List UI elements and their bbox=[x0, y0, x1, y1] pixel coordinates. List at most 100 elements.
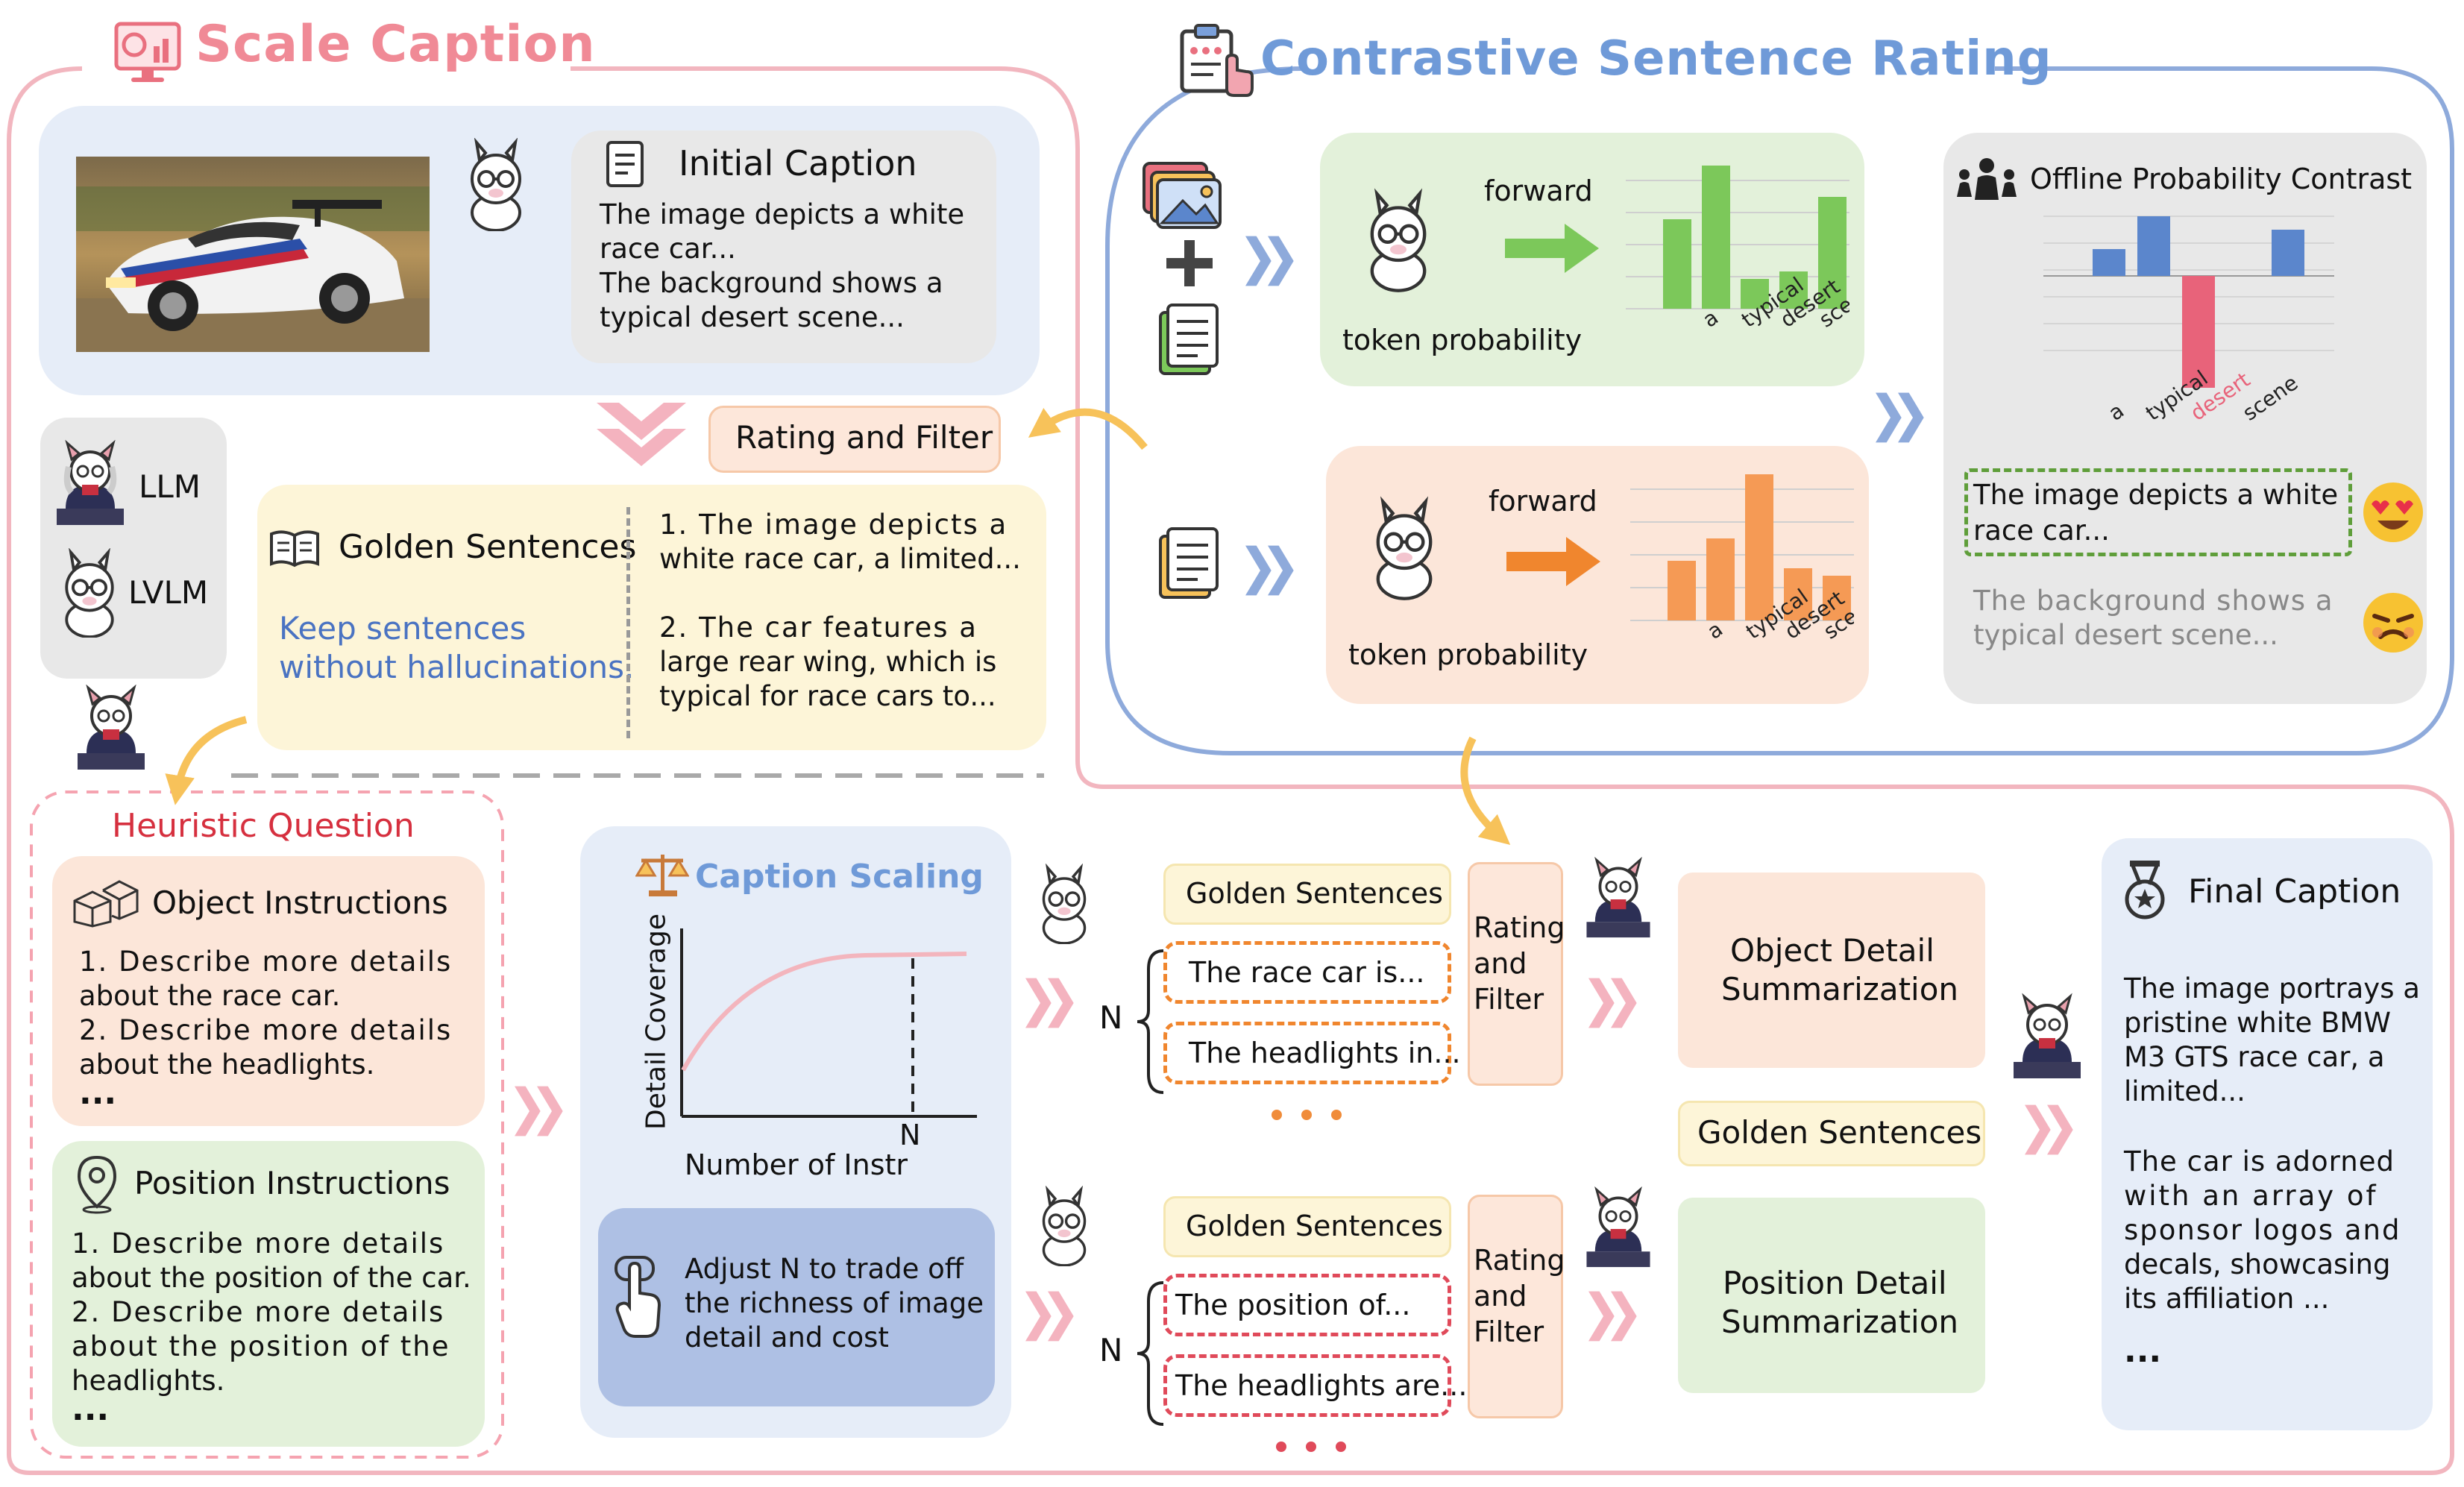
position-summary-card bbox=[1678, 1198, 1985, 1393]
adjust-n-line: Adjust N to trade off bbox=[685, 1253, 964, 1285]
contrast-bar bbox=[2093, 249, 2125, 276]
contrast-bar bbox=[2182, 276, 2215, 388]
number-of-instr-label: Number of Instr bbox=[685, 1148, 908, 1181]
position-sentence-box bbox=[1163, 1274, 1451, 1336]
llama-icon bbox=[1363, 496, 1445, 600]
position-sentence-box bbox=[1163, 1354, 1451, 1417]
object-instructions-card bbox=[52, 856, 485, 1126]
rating-filter-box bbox=[1468, 1195, 1563, 1418]
position-instruction-line: 1. Describe more details bbox=[72, 1227, 445, 1260]
prob-bar bbox=[1706, 538, 1735, 620]
rating-filter-text: Filter bbox=[1474, 1315, 1544, 1348]
position-instruction-line: headlights. bbox=[72, 1365, 225, 1397]
object-sentence-text: The race car is... bbox=[1189, 956, 1425, 989]
cube-icon bbox=[70, 878, 142, 928]
image-stack-icon bbox=[1141, 160, 1223, 231]
golden-sentences-card bbox=[257, 485, 1046, 750]
rating-filter-label bbox=[708, 406, 1001, 473]
token-probability-label: token probability bbox=[1342, 324, 1583, 356]
angry-emoji-icon bbox=[2360, 589, 2427, 656]
orange-arrow bbox=[1506, 535, 1602, 588]
object-sentence-box bbox=[1163, 1022, 1451, 1084]
object-summary-card bbox=[1678, 873, 1985, 1068]
good-sentence-line: race car... bbox=[1973, 515, 2110, 547]
n-brace-label: N bbox=[1099, 999, 1123, 1036]
final-caption-line: M3 GTS race car, a bbox=[2124, 1041, 2385, 1073]
pointer-hand-icon bbox=[610, 1254, 670, 1341]
final-caption-line: sponsor logos and bbox=[2124, 1214, 2401, 1246]
rating-filter-box bbox=[1468, 862, 1563, 1086]
golden-sentences-tag-text: Golden Sentences bbox=[1186, 1210, 1443, 1242]
clipboard-rating-icon bbox=[1175, 22, 1257, 97]
adjust-n-card bbox=[598, 1208, 995, 1406]
golden-sentences-tag bbox=[1163, 1196, 1451, 1257]
offline-contrast-title: Offline Probability Contrast bbox=[2030, 163, 2413, 195]
golden-sentences-title: Golden Sentences bbox=[339, 528, 637, 566]
scaling-curve-chart bbox=[619, 914, 992, 1204]
initial-caption-title: Initial Caption bbox=[679, 143, 917, 183]
rating-filter-text: Rating bbox=[1474, 911, 1565, 944]
scale-caption-frame bbox=[7, 66, 2454, 1475]
green-arrow bbox=[1505, 222, 1600, 274]
scale-caption-title: Scale Caption bbox=[195, 15, 596, 74]
llama-icon bbox=[459, 138, 533, 231]
golden-sentence-line: typical for race cars to... bbox=[659, 680, 996, 712]
document-icon bbox=[1156, 526, 1223, 600]
object-sentence-box bbox=[1163, 941, 1451, 1004]
n-brace-label: N bbox=[1099, 1332, 1123, 1368]
llama-icon bbox=[1032, 1186, 1096, 1266]
rating-filter-text: and bbox=[1474, 947, 1527, 980]
final-caption-line: its affiliation ... bbox=[2124, 1283, 2330, 1315]
prob-bar bbox=[1823, 576, 1851, 620]
final-caption-line: The image portrays a bbox=[2124, 972, 2420, 1005]
token-label: a bbox=[2104, 398, 2128, 426]
final-caption-line: with an array of bbox=[2124, 1180, 2378, 1212]
golden-sentence-line: large rear wing, which is bbox=[659, 646, 997, 678]
final-caption-line: The car is adorned bbox=[2124, 1145, 2395, 1178]
prob-bar bbox=[1668, 561, 1696, 620]
position-sentence-text: The position of... bbox=[1175, 1289, 1411, 1321]
object-summary-text: Summarization bbox=[1721, 971, 1959, 1007]
golden-sentences-tag-text: Golden Sentences bbox=[1186, 877, 1443, 910]
legend-lvlm-label: LVLM bbox=[128, 574, 209, 611]
position-instructions-card bbox=[52, 1141, 485, 1447]
judge-llama-icon bbox=[2006, 992, 2088, 1084]
llama-icon bbox=[1357, 188, 1439, 292]
golden-sentences-mid bbox=[1678, 1101, 1985, 1166]
position-instruction-line: about the position of the bbox=[72, 1330, 450, 1362]
golden-sentence-line: white race car, a limited... bbox=[659, 543, 1021, 575]
race-car-image bbox=[76, 157, 430, 352]
prob-bar bbox=[1818, 197, 1847, 309]
keep-sentences-text: without hallucinations. bbox=[279, 649, 635, 685]
rating-filter-text: Filter bbox=[1474, 983, 1544, 1016]
final-caption-title: Final Caption bbox=[2188, 873, 2401, 911]
object-instruction-line: about the headlights. bbox=[79, 1049, 375, 1081]
position-instruction-line: about the position of the car. bbox=[72, 1262, 471, 1294]
golden-divider bbox=[626, 507, 630, 738]
prob-bar bbox=[1741, 279, 1769, 309]
heart-eyes-emoji-icon bbox=[2360, 479, 2427, 546]
heuristic-title: Heuristic Question bbox=[112, 807, 415, 845]
book-icon bbox=[268, 529, 321, 568]
contrastive-title: Contrastive Sentence Rating bbox=[1260, 31, 2052, 87]
legend-llm-label: LLM bbox=[139, 468, 201, 505]
initial-caption-line: The background shows a bbox=[600, 267, 943, 299]
object-instruction-more: ... bbox=[79, 1074, 117, 1112]
balance-scale-icon bbox=[635, 849, 689, 898]
object-sentence-text: The headlights in... bbox=[1189, 1037, 1461, 1069]
initial-caption-line: The image depicts a white bbox=[600, 198, 965, 230]
object-instruction-line: about the race car. bbox=[79, 980, 341, 1012]
forward-label: forward bbox=[1489, 485, 1597, 518]
prob-bar bbox=[1702, 166, 1730, 309]
prob-bar bbox=[1784, 568, 1812, 620]
model-legend bbox=[40, 418, 227, 679]
prob-bar bbox=[1745, 474, 1773, 620]
good-sentence-box bbox=[1964, 468, 2352, 556]
rating-filter-text: Rating and Filter bbox=[735, 419, 993, 456]
final-caption-card bbox=[2102, 838, 2433, 1430]
caption-scaling-title: Caption Scaling bbox=[695, 858, 984, 896]
judge-llama-icon bbox=[1580, 1186, 1657, 1272]
prob-bar bbox=[1779, 271, 1808, 309]
